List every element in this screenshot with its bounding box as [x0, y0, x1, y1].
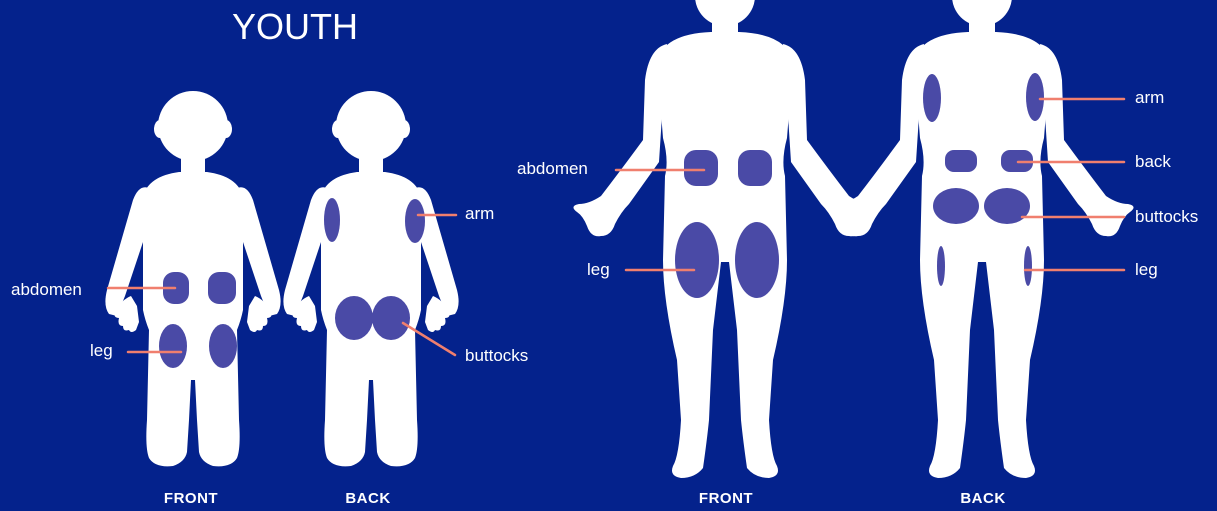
youth-front-caption: FRONT — [141, 490, 241, 507]
youth-front-leg-left-site — [159, 324, 187, 368]
adult-back-leg-right-site — [1024, 246, 1032, 286]
youth-abdomen-label: abdomen — [11, 280, 82, 300]
youth-title: YOUTH — [190, 6, 400, 48]
adult-back-back-left-site — [945, 150, 977, 172]
adult-back-label: back — [1135, 152, 1171, 172]
youth-back-caption: BACK — [318, 490, 418, 507]
youth-back-buttock-left-site — [335, 296, 373, 340]
youth-back-silhouette — [283, 91, 458, 466]
adult-arm-label: arm — [1135, 88, 1164, 108]
adult-front-leg-left-site — [675, 222, 719, 298]
adult-buttocks-label: buttocks — [1135, 207, 1198, 227]
adult-leg-back-label: leg — [1135, 260, 1158, 280]
adult-front-caption: FRONT — [676, 490, 776, 507]
adult-back-arm-right-site — [1026, 73, 1044, 121]
adult-front-abdomen-left-site — [684, 150, 718, 186]
youth-back-arm-right-site — [405, 199, 425, 243]
youth-buttocks-label: buttocks — [465, 346, 528, 366]
adult-front-silhouette — [573, 0, 876, 478]
adult-back-arm-left-site — [923, 74, 941, 122]
youth-arm-label: arm — [465, 204, 494, 224]
adult-front-leg-right-site — [735, 222, 779, 298]
youth-front-abdomen-right-site — [208, 272, 236, 304]
adult-abdomen-label: abdomen — [517, 159, 588, 179]
youth-back-arm-left-site — [324, 198, 340, 242]
youth-front-silhouette — [105, 91, 280, 466]
adult-back-caption: BACK — [933, 490, 1033, 507]
youth-leg-label: leg — [90, 341, 113, 361]
youth-back-buttock-right-site — [372, 296, 410, 340]
adult-leg-label: leg — [587, 260, 610, 280]
adult-back-buttock-left-site — [933, 188, 979, 224]
youth-front-leg-right-site — [209, 324, 237, 368]
adult-back-silhouette — [830, 0, 1133, 478]
adult-back-buttock-right-site — [984, 188, 1030, 224]
adult-back-leg-left-site — [937, 246, 945, 286]
adult-front-abdomen-right-site — [738, 150, 772, 186]
